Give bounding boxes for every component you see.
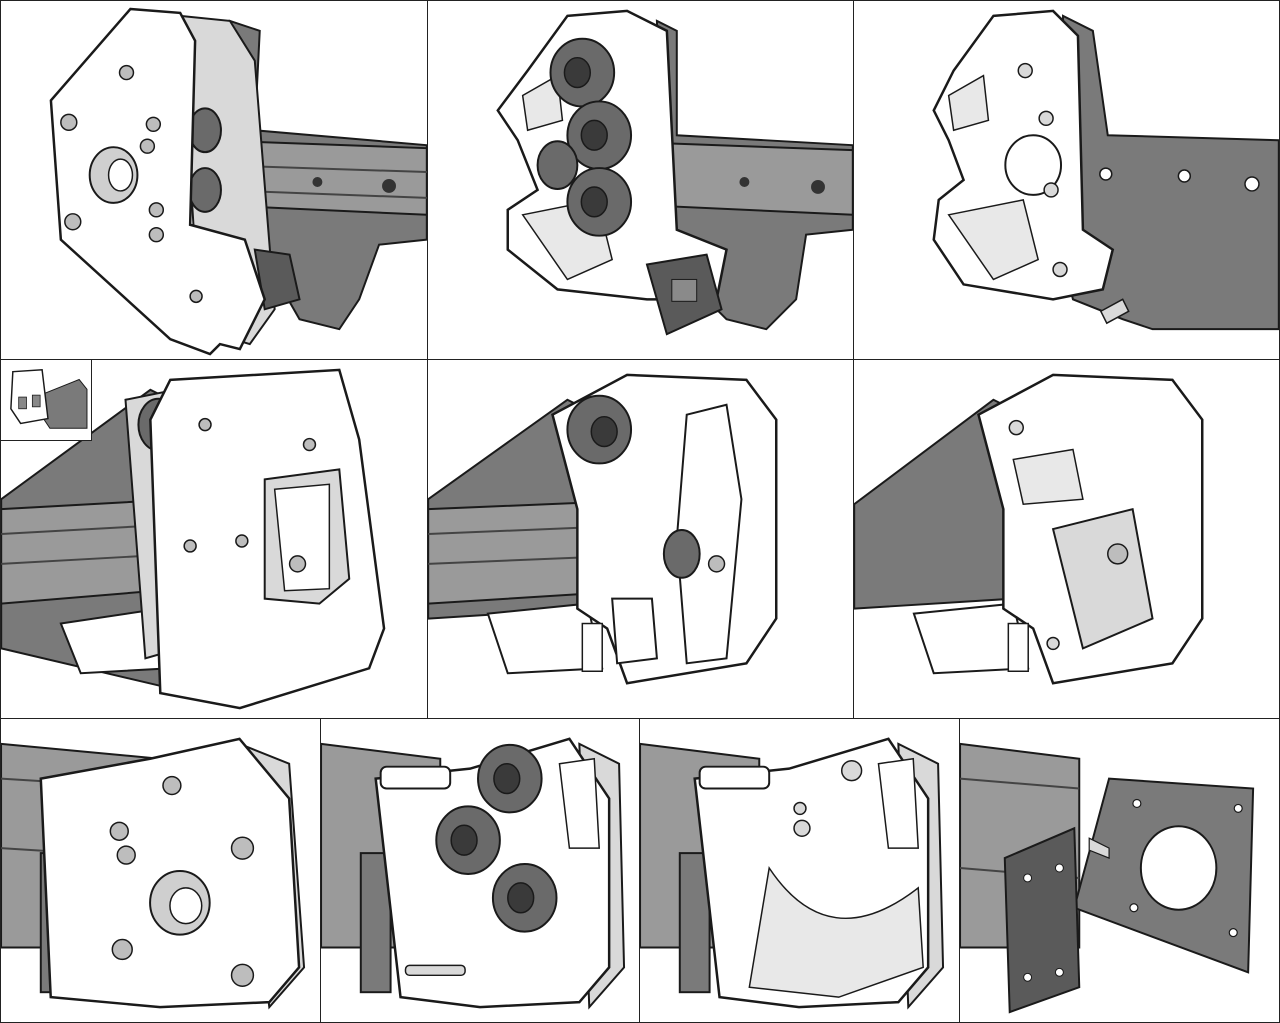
view-bottom-4 [959, 718, 1280, 1023]
front-plate [1003, 826, 1081, 1014]
idler-plate-icon [10, 368, 49, 425]
view-top-left [0, 0, 428, 360]
overview-inset [0, 359, 92, 441]
view-bottom-3 [639, 718, 960, 1023]
view-top-middle [427, 0, 854, 360]
view-mid-left [0, 359, 428, 719]
view-mid-middle [427, 359, 854, 719]
front-cover-plate [49, 7, 267, 356]
view-top-right [853, 0, 1280, 360]
view-bottom-1 [0, 718, 321, 1023]
view-bottom-2 [320, 718, 640, 1023]
pulley-stack-icon [536, 37, 633, 237]
view-mid-right [853, 359, 1280, 719]
